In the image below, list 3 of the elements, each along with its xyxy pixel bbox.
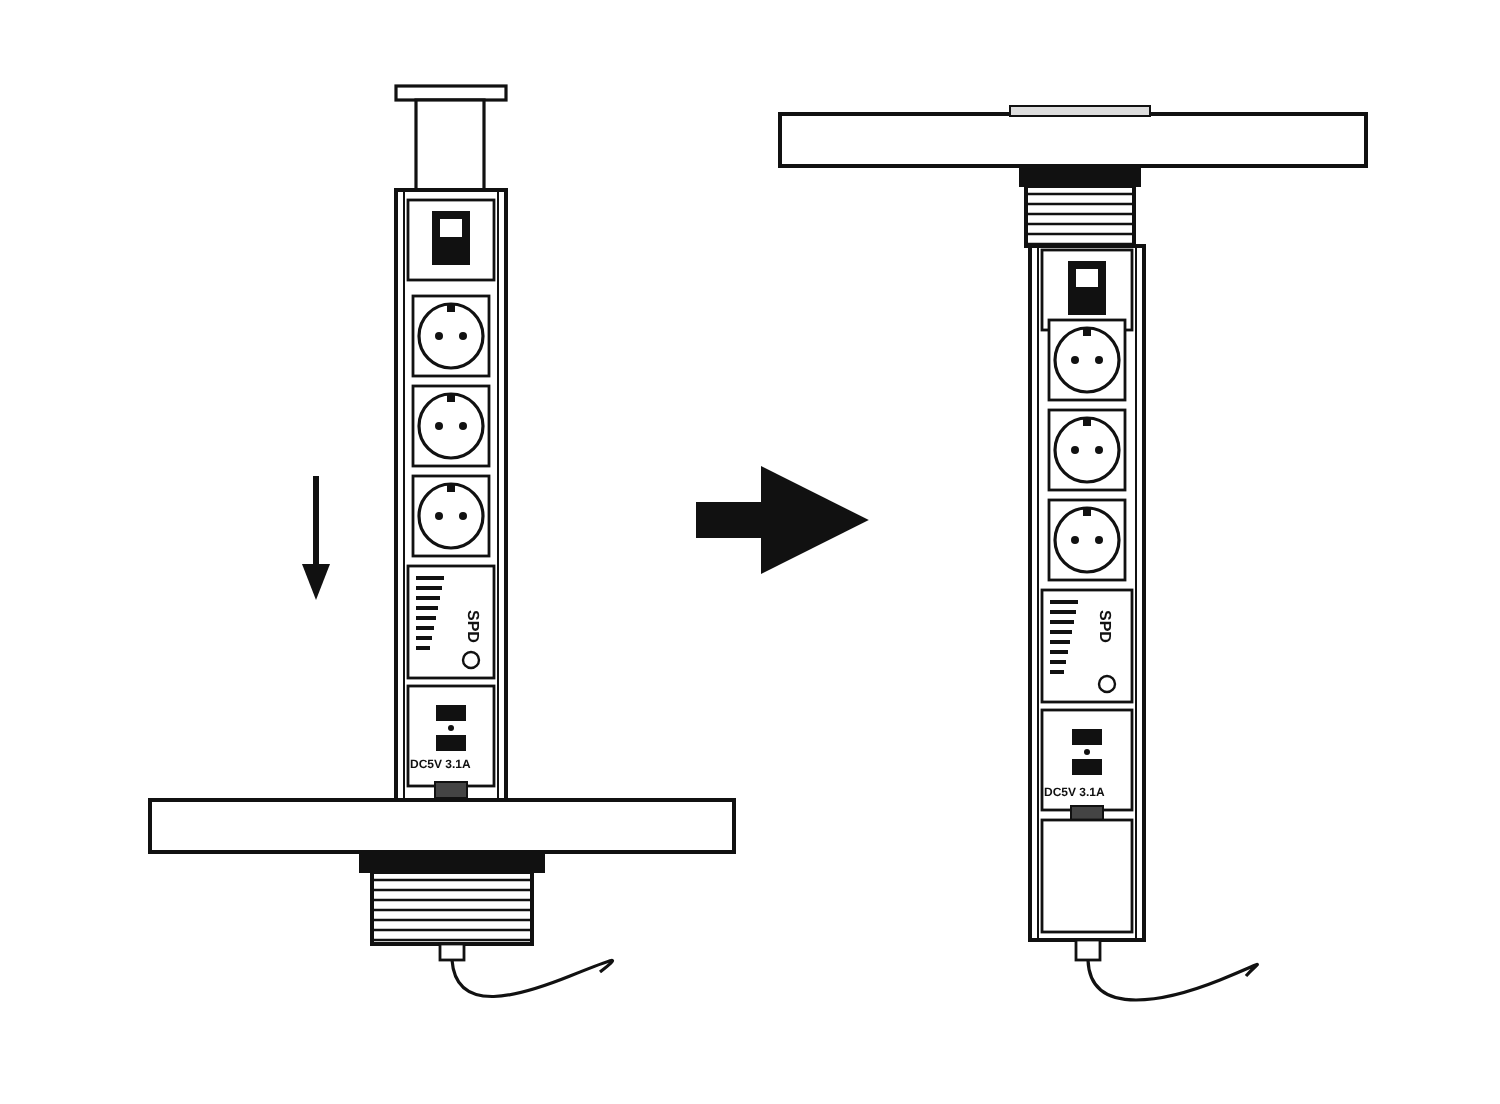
arrow: [696, 466, 869, 574]
module-label: SPD: [1096, 610, 1112, 643]
module-label: SPD: [464, 610, 480, 643]
